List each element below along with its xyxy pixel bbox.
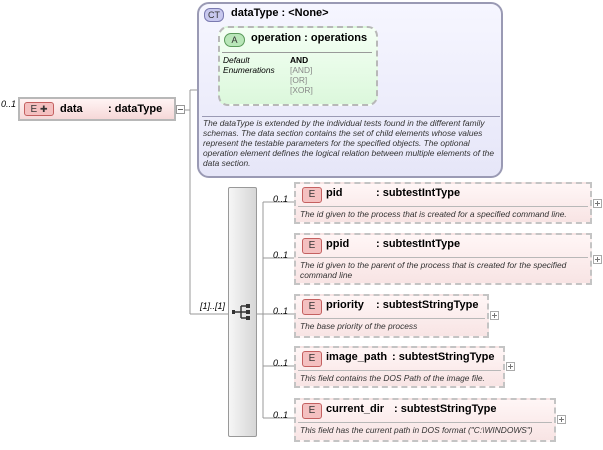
complex-type-badge: CT xyxy=(204,8,224,22)
attribute-label: Default Enumerations xyxy=(223,55,275,75)
expand-plus-icon[interactable] xyxy=(557,415,566,424)
child-element-pid[interactable]: E pid : subtestIntType The id given to t… xyxy=(294,182,592,224)
sequence-icon xyxy=(232,304,250,320)
element-description: The id given to the parent of the proces… xyxy=(300,260,567,280)
element-divider xyxy=(298,318,485,319)
element-name: image_path xyxy=(326,351,388,363)
image-path-occurrence: 0..1 xyxy=(273,358,289,368)
element-divider xyxy=(298,257,588,258)
element-type: : subtestStringType xyxy=(394,403,497,415)
element-name: ppid xyxy=(326,238,350,250)
element-badge: E xyxy=(302,403,322,419)
root-element-name: data xyxy=(60,103,83,115)
complex-type-description: The dataType is extended by the individu… xyxy=(203,118,494,168)
element-badge: E xyxy=(302,238,322,254)
element-type: : subtestStringType xyxy=(376,299,479,311)
attribute-enum-value: [XOR] xyxy=(290,85,313,95)
collapse-toggle-icon[interactable] xyxy=(176,105,185,114)
child-element-ppid[interactable]: E ppid : subtestIntType The id given to … xyxy=(294,233,592,285)
expand-plus-icon[interactable] xyxy=(506,362,515,371)
root-element-badge-letter: E xyxy=(30,104,38,115)
attribute-badge: A xyxy=(224,33,245,47)
pid-occurrence: 0..1 xyxy=(273,194,289,204)
element-description: The base priority of the process xyxy=(300,321,418,331)
element-badge: E xyxy=(302,351,322,367)
attribute-default-value: AND xyxy=(290,55,309,65)
expand-cross-icon: ✚ xyxy=(39,104,48,114)
attribute-enum-value: [OR] xyxy=(290,75,308,85)
sequence-compositor[interactable] xyxy=(228,187,257,437)
element-badge: E xyxy=(302,299,322,315)
child-element-current-dir[interactable]: E current_dir : subtestStringType This f… xyxy=(294,398,556,442)
element-divider xyxy=(298,370,501,371)
element-badge: E xyxy=(302,187,322,203)
attribute-enum-value: [AND] xyxy=(290,65,313,75)
element-divider xyxy=(298,422,552,423)
expand-plus-icon[interactable] xyxy=(490,311,499,320)
element-type: : subtestStringType xyxy=(392,351,495,363)
current-dir-occurrence: 0..1 xyxy=(273,410,289,420)
root-element-type: : dataType xyxy=(108,103,163,115)
priority-occurrence: 0..1 xyxy=(273,306,289,316)
element-name: pid xyxy=(326,187,343,199)
element-description: The id given to the process that is crea… xyxy=(300,209,567,219)
ppid-occurrence: 0..1 xyxy=(273,250,289,260)
element-description: This field contains the DOS Path of the … xyxy=(300,373,485,383)
sequence-occurrence: [1]..[1] xyxy=(200,301,226,311)
element-name: priority xyxy=(326,299,364,311)
attribute-divider xyxy=(222,52,372,53)
complex-type-divider xyxy=(202,116,500,117)
complex-type-title: dataType : <None> xyxy=(231,7,329,19)
root-occurrence: 0..1 xyxy=(1,99,17,109)
element-divider xyxy=(298,206,588,207)
expand-plus-icon[interactable] xyxy=(593,199,602,208)
element-type: : subtestIntType xyxy=(376,238,461,250)
attribute-title: operation : operations xyxy=(251,32,368,44)
attribute-enumeration-values: AND [AND] [OR] [XOR] xyxy=(290,55,313,95)
element-name: current_dir xyxy=(326,403,385,415)
child-element-image-path[interactable]: E image_path : subtestStringType This fi… xyxy=(294,346,505,388)
expand-plus-icon[interactable] xyxy=(593,255,602,264)
element-type: : subtestIntType xyxy=(376,187,461,199)
element-description: This field has the current path in DOS f… xyxy=(300,425,533,435)
child-element-priority[interactable]: E priority : subtestStringType The base … xyxy=(294,294,489,338)
root-element-badge: E ✚ xyxy=(24,102,54,116)
